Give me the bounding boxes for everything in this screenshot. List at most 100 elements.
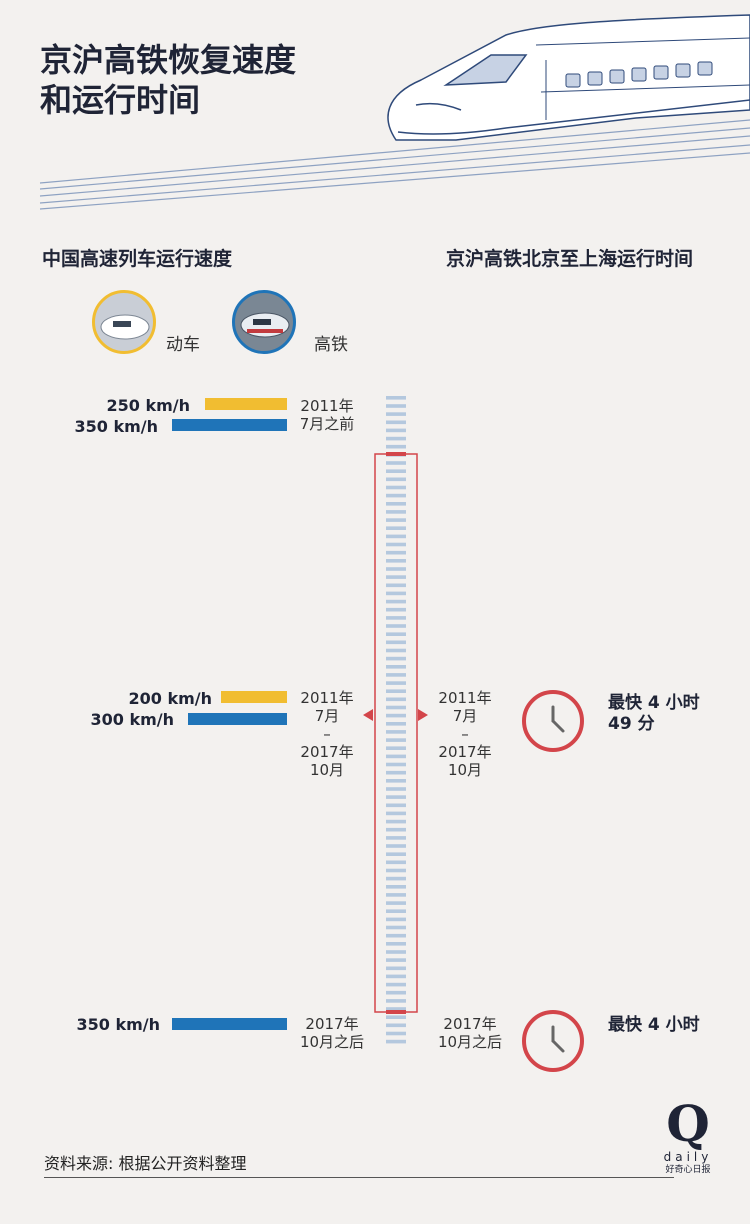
clock-icon — [522, 1010, 584, 1072]
track-tie — [386, 787, 406, 791]
track-tie — [386, 966, 406, 971]
track-tie — [386, 477, 406, 482]
clock-icon — [522, 690, 584, 752]
track-tie — [386, 803, 406, 808]
track-tie — [386, 852, 406, 856]
page-title: 京沪高铁恢复速度 和运行时间 — [40, 41, 297, 119]
logo-cn: 好奇心日报 — [665, 1165, 711, 1175]
track-tie — [386, 836, 406, 840]
track-tie — [386, 518, 406, 522]
footer-divider — [44, 1177, 674, 1178]
track-tie — [386, 502, 406, 506]
gaotie-bar-3 — [172, 1018, 287, 1030]
track-tie — [386, 1031, 406, 1036]
track-tie — [386, 885, 406, 889]
track-tie — [386, 624, 406, 628]
track-tie — [386, 795, 406, 799]
dongche-speed-2: 200 km/h — [128, 689, 212, 708]
speed-heading: 中国高速列车运行速度 — [42, 248, 233, 270]
track-tie — [386, 689, 406, 693]
track-tie — [386, 575, 406, 579]
travel-time-3: 最快 4 小时 — [608, 1015, 700, 1035]
left-arrow-icon — [363, 709, 373, 721]
track-tie — [386, 591, 406, 596]
track-tie — [386, 982, 406, 987]
dongche-bar-1 — [205, 398, 287, 410]
track-tie — [386, 412, 406, 416]
track-tie — [386, 697, 406, 702]
track-tie — [386, 860, 406, 865]
date-period-3-left: 2017年 10月之后 — [299, 1015, 365, 1051]
track-tie — [386, 713, 406, 718]
track-tie — [386, 974, 406, 979]
track — [374, 396, 418, 1044]
track-tie — [386, 461, 406, 465]
track-tie — [386, 469, 406, 473]
track-tie — [386, 762, 406, 767]
right-arrow-icon — [418, 709, 428, 721]
gaotie-speed-2: 300 km/h — [90, 710, 174, 729]
track-tie — [386, 616, 406, 620]
date-period-3-right: 2017年 10月之后 — [437, 1015, 503, 1051]
frame-bottom-tie — [386, 1010, 406, 1014]
track-tie — [386, 893, 406, 897]
date-period-1: 2011年 7月之前 — [299, 397, 355, 433]
track-tie — [386, 640, 406, 645]
frame-top-tie — [386, 452, 406, 456]
track-tie — [386, 999, 406, 1003]
track-tie — [386, 827, 406, 832]
track-tie — [386, 876, 406, 881]
logo-mark: Q — [666, 1094, 710, 1153]
track-tie — [386, 396, 406, 400]
track-tie — [386, 493, 406, 498]
track-tie — [386, 811, 406, 816]
track-tie — [386, 1023, 406, 1028]
track-tie — [386, 648, 406, 653]
track-tie — [386, 550, 406, 555]
track-tie — [386, 844, 406, 848]
track-tie — [386, 632, 406, 636]
track-tie — [386, 526, 406, 530]
track-tie — [386, 746, 406, 750]
time-heading: 京沪高铁北京至上海运行时间 — [446, 248, 694, 270]
gaotie-label: 高铁 — [314, 335, 348, 355]
gaotie-photo — [232, 290, 296, 354]
track-tie — [386, 1007, 406, 1011]
track-tie — [386, 909, 406, 913]
dongche-label: 动车 — [166, 335, 200, 355]
track-tie — [386, 1015, 406, 1019]
track-tie — [386, 673, 406, 677]
track-tie — [386, 990, 406, 995]
dongche-bar-2 — [221, 691, 287, 703]
track-tie — [386, 542, 406, 547]
track-tie — [386, 420, 406, 425]
track-tie — [386, 607, 406, 612]
track-tie — [386, 428, 406, 433]
track-tie — [386, 901, 406, 905]
track-tie — [386, 819, 406, 824]
track-tie — [386, 510, 406, 514]
track-tie — [386, 730, 406, 734]
track-tie — [386, 770, 406, 775]
track-tie — [386, 754, 406, 759]
track-tie — [386, 444, 406, 449]
track-tie — [386, 681, 406, 685]
track-tie — [386, 722, 406, 726]
track-tie — [386, 705, 406, 710]
track-tie — [386, 925, 406, 930]
dongche-speed-1: 250 km/h — [106, 396, 190, 415]
track-tie — [386, 958, 406, 962]
travel-time-2: 最快 4 小时 49 分 — [608, 693, 700, 734]
track-tie — [386, 779, 406, 783]
gaotie-speed-3: 350 km/h — [76, 1015, 160, 1034]
track-tie — [386, 933, 406, 938]
train-illustration — [39, 14, 750, 210]
track-tie — [386, 485, 406, 490]
track-tie — [386, 599, 406, 604]
gaotie-speed-1: 350 km/h — [74, 417, 158, 436]
logo: Q daily 好奇心日报 — [662, 1098, 714, 1176]
date-period-2-right: 2011年 7月 – 2017年 10月 — [438, 689, 492, 779]
track-tie — [386, 534, 406, 539]
track-tie — [386, 950, 406, 954]
track-tie — [386, 559, 406, 563]
